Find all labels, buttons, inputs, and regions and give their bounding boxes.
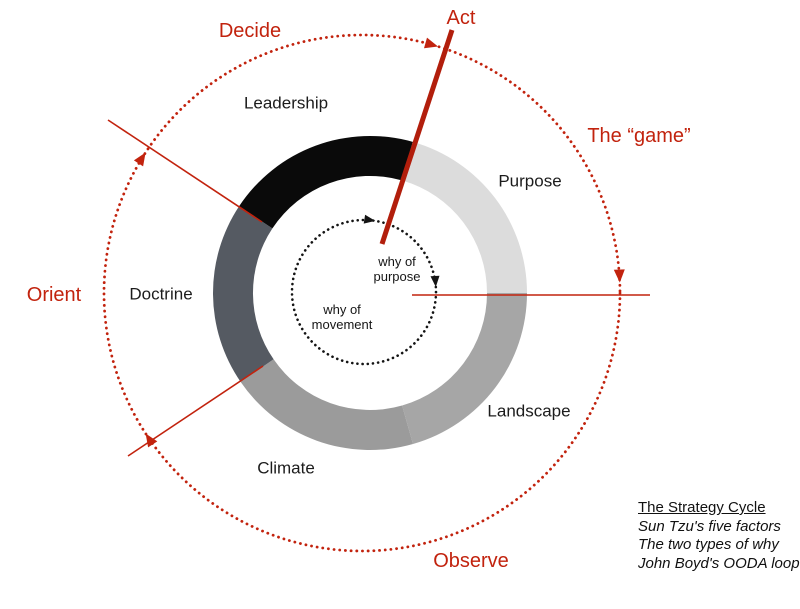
ooda-arrow-southwest-icon: [145, 433, 158, 448]
legend-line-ooda: John Boyd's OODA loop: [638, 554, 800, 572]
ooda-loop-dotted-circle: [102, 33, 622, 553]
ooda-arrow-top-icon: [424, 37, 438, 49]
why-arrow-east-icon: [430, 275, 440, 287]
why-of-movement-label: why of movement: [312, 302, 373, 332]
ring-segment-climate: [240, 359, 413, 451]
ring-segment-purpose: [401, 141, 527, 293]
legend-title: The Strategy Cycle: [638, 499, 766, 516]
factor-label-leadership: Leadership: [243, 93, 329, 113]
why-of-purpose-line1: why of: [378, 254, 416, 269]
ooda-label-decide: Decide: [218, 20, 282, 42]
why-arrow-top-icon: [363, 214, 376, 224]
ring-segment-leadership: [239, 135, 413, 229]
legend-block: The Strategy Cycle Sun Tzu's five factor…: [638, 499, 800, 573]
ooda-label-orient: Orient: [26, 284, 82, 306]
legend-line-sun-tzu: Sun Tzu's five factors: [638, 517, 781, 535]
act-line: [379, 29, 455, 245]
why-dotted-circle: [290, 218, 438, 366]
factor-label-climate: Climate: [257, 458, 315, 478]
legend-line-two-whys: The two types of why: [638, 536, 779, 553]
ring-segment-landscape: [402, 293, 527, 444]
factor-label-landscape: Landscape: [487, 401, 571, 421]
ooda-arrow-east-icon: [613, 269, 625, 283]
decide-boundary-line: [107, 119, 263, 223]
why-of-purpose-label: why of purpose: [374, 254, 421, 284]
why-of-purpose-line2: purpose: [373, 269, 421, 284]
ooda-label-act: Act: [446, 7, 476, 29]
ring-segment-doctrine: [212, 206, 274, 382]
factor-label-doctrine: Doctrine: [129, 284, 193, 304]
ooda-label-game: The “game”: [587, 125, 691, 147]
factor-label-purpose: Purpose: [498, 171, 562, 191]
why-of-movement-line2: movement: [311, 317, 373, 332]
ooda-label-observe: Observe: [433, 550, 509, 572]
why-of-movement-line1: why of: [323, 302, 361, 317]
ooda-arrow-northwest-icon: [133, 152, 146, 167]
